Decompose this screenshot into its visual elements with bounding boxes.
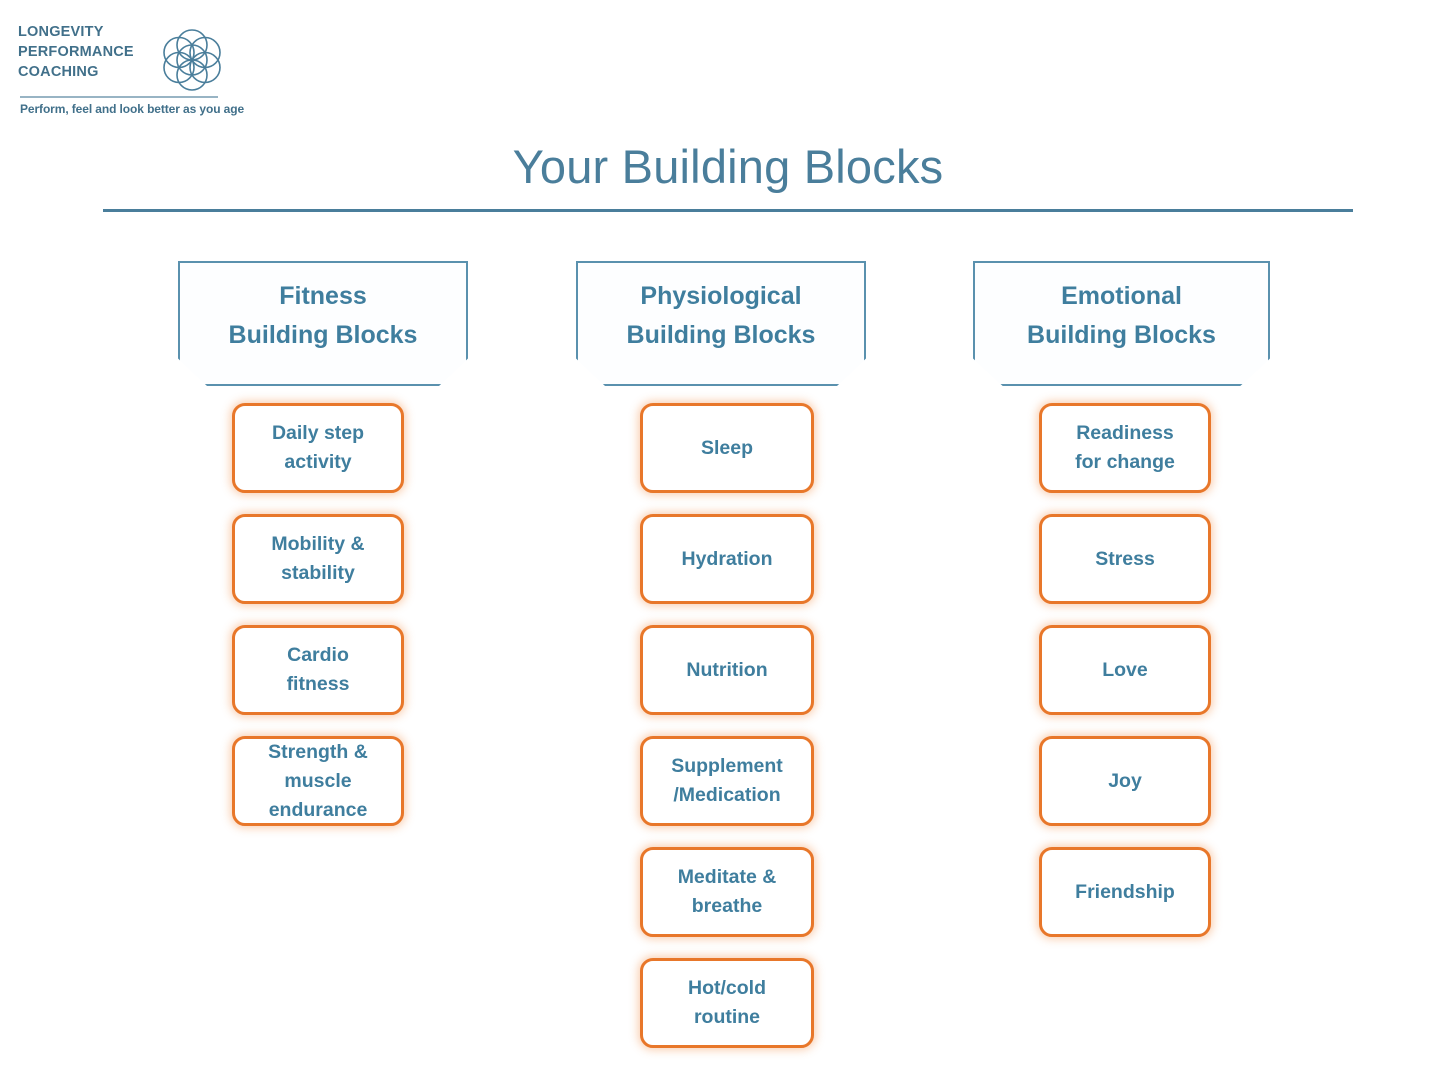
column-header-fitness[interactable]: Fitness Building Blocks — [178, 261, 468, 386]
block-hydration[interactable]: Hydration — [640, 514, 814, 604]
block-line: Cardio — [287, 644, 349, 666]
brand-wordmark-line-3: COACHING — [18, 64, 99, 80]
block-line: Love — [1102, 658, 1148, 681]
block-friendship[interactable]: Friendship — [1039, 847, 1211, 937]
block-cardio-fitness[interactable]: Cardio fitness — [232, 625, 404, 715]
page-title: Your Building Blocks — [512, 140, 944, 193]
column-fitness: Fitness Building Blocks Daily step activ… — [178, 261, 468, 826]
column-header-line-2: Building Blocks — [1027, 320, 1216, 349]
block-line: Stress — [1095, 547, 1155, 570]
block-love[interactable]: Love — [1039, 625, 1211, 715]
block-list-physiological: Sleep Hydration Nutrition Supplement /Me… — [640, 403, 930, 1069]
block-line: Supplement — [671, 755, 783, 777]
column-emotional: Emotional Building Blocks Readiness for … — [973, 261, 1270, 937]
block-meditate-breathe[interactable]: Meditate & breathe — [640, 847, 814, 937]
block-line: Joy — [1108, 769, 1142, 792]
block-stress[interactable]: Stress — [1039, 514, 1211, 604]
column-header-line-1: Fitness — [279, 281, 367, 310]
brand-logo: LONGEVITY PERFORMANCE COACHING Perform, … — [18, 14, 244, 116]
block-line: Mobility & — [271, 533, 365, 555]
column-header-emotional[interactable]: Emotional Building Blocks — [973, 261, 1270, 386]
column-header-physiological[interactable]: Physiological Building Blocks — [576, 261, 866, 386]
brand-wordmark-line-1: LONGEVITY — [18, 24, 104, 40]
block-line: Hydration — [681, 547, 773, 570]
block-line: stability — [281, 562, 355, 584]
column-physiological: Physiological Building Blocks Sleep Hydr… — [576, 261, 866, 1048]
brand-divider — [20, 96, 218, 98]
block-line: /Medication — [673, 784, 781, 806]
block-line: Meditate & — [677, 866, 777, 888]
block-strength-muscle-endurance[interactable]: Strength & muscle endurance — [232, 736, 404, 826]
block-supplement-medication[interactable]: Supplement /Medication — [640, 736, 814, 826]
block-line: activity — [284, 451, 352, 473]
block-readiness-for-change[interactable]: Readiness for change — [1039, 403, 1211, 493]
block-line: endurance — [268, 798, 368, 821]
block-line: fitness — [286, 673, 350, 695]
column-header-line-1: Emotional — [1061, 281, 1182, 310]
column-header-line-2: Building Blocks — [626, 320, 816, 349]
block-sleep[interactable]: Sleep — [640, 403, 814, 493]
brand-wordmark: LONGEVITY PERFORMANCE COACHING — [18, 22, 146, 82]
block-line: Nutrition — [686, 658, 768, 681]
block-hot-cold-routine[interactable]: Hot/cold routine — [640, 958, 814, 1048]
block-line: Hot/cold — [688, 977, 766, 999]
block-nutrition[interactable]: Nutrition — [640, 625, 814, 715]
block-daily-step-activity[interactable]: Daily step activity — [232, 403, 404, 493]
block-line: Readiness — [1076, 422, 1174, 444]
block-line: breathe — [691, 895, 763, 917]
block-line: muscle — [284, 769, 352, 792]
title-divider — [103, 209, 1353, 212]
block-list-emotional: Readiness for change Stress Love Joy Fri… — [1039, 403, 1329, 958]
column-header-line-2: Building Blocks — [228, 320, 418, 349]
block-line: routine — [693, 1006, 761, 1028]
block-line: for change — [1075, 451, 1175, 473]
block-line: Daily step — [271, 422, 365, 444]
flower-of-life-icon — [156, 24, 228, 96]
block-line: Strength & — [268, 740, 368, 763]
block-line: Sleep — [700, 436, 754, 459]
block-list-fitness: Daily step activity Mobility & stability… — [232, 403, 522, 847]
brand-tagline: Perform, feel and look better as you age — [20, 102, 245, 116]
brand-wordmark-line-2: PERFORMANCE — [18, 44, 134, 60]
block-mobility-stability[interactable]: Mobility & stability — [232, 514, 404, 604]
column-header-line-1: Physiological — [640, 281, 802, 310]
block-joy[interactable]: Joy — [1039, 736, 1211, 826]
block-line: Friendship — [1075, 880, 1175, 903]
